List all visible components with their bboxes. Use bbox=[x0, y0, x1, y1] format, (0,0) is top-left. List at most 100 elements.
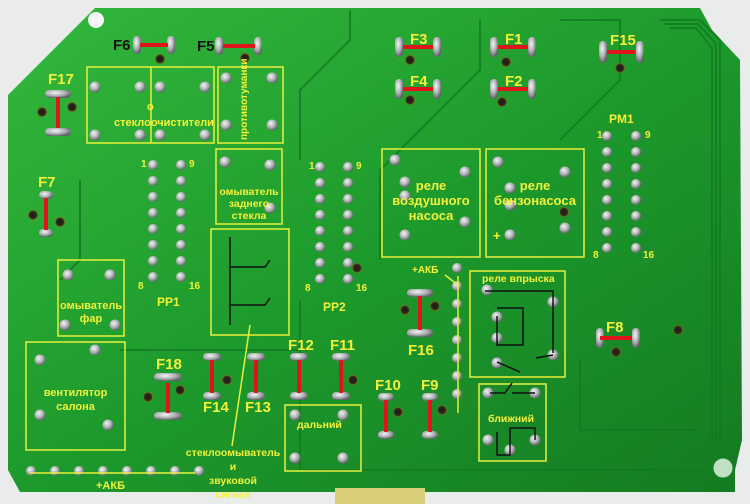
rear-washer-line-2: заднего bbox=[228, 198, 270, 210]
solder-pad bbox=[148, 224, 158, 234]
via bbox=[405, 55, 415, 65]
relay-pad bbox=[389, 154, 401, 166]
relay-pad bbox=[264, 159, 276, 171]
solder-pad bbox=[343, 258, 353, 268]
solder-pad bbox=[452, 281, 462, 291]
via bbox=[348, 375, 358, 385]
solder-pad bbox=[602, 131, 612, 141]
solder-pad bbox=[98, 466, 108, 476]
solder-pad bbox=[315, 178, 325, 188]
fuse-pad bbox=[378, 431, 394, 439]
fuse-bars bbox=[44, 43, 635, 432]
solder-pad bbox=[631, 147, 641, 157]
relay-pad bbox=[59, 319, 71, 331]
via bbox=[400, 305, 410, 315]
solder-pad bbox=[176, 176, 186, 186]
solder-pad bbox=[176, 208, 186, 218]
via bbox=[175, 385, 185, 395]
relay-pad bbox=[337, 409, 349, 421]
washer-horn-line-3: звуковой bbox=[209, 475, 257, 487]
solder-pad bbox=[602, 227, 612, 237]
fuel-pump-line-1: реле bbox=[519, 178, 551, 193]
solder-pad bbox=[146, 466, 156, 476]
box-headlight-washer bbox=[57, 259, 125, 337]
solder-pad bbox=[194, 466, 204, 476]
relay-pad bbox=[482, 387, 494, 399]
solder-pad bbox=[343, 226, 353, 236]
relay-pad bbox=[399, 190, 411, 202]
fuse-pad bbox=[407, 289, 433, 297]
fuse-pad bbox=[395, 79, 403, 99]
pp2-pin-16: 16 bbox=[356, 283, 368, 294]
fuse-pad bbox=[422, 393, 438, 401]
fuse-pad bbox=[490, 37, 498, 57]
relay-pad bbox=[504, 199, 516, 211]
relay-pad bbox=[504, 229, 516, 241]
pm1-label: PM1 bbox=[609, 112, 634, 126]
via bbox=[393, 407, 403, 417]
via bbox=[615, 63, 625, 73]
fuse-pad bbox=[254, 37, 262, 55]
solder-pad bbox=[315, 162, 325, 172]
relay-pad bbox=[134, 129, 146, 141]
vias bbox=[28, 53, 683, 417]
fuse-label-f4: F4 bbox=[410, 73, 428, 90]
solder-pad bbox=[602, 243, 612, 253]
solder-pad bbox=[74, 466, 84, 476]
relay-pad bbox=[89, 81, 101, 93]
solder-pad bbox=[343, 162, 353, 172]
relay-pad bbox=[134, 81, 146, 93]
via bbox=[222, 375, 232, 385]
headlight-washer-line-2: фар bbox=[79, 313, 103, 325]
fuse-pad bbox=[247, 392, 265, 400]
wipers-mark: о bbox=[147, 101, 154, 113]
relay-pad bbox=[492, 156, 504, 168]
fuse-pad bbox=[154, 373, 182, 381]
fuse-pad bbox=[39, 191, 53, 199]
solder-pad bbox=[148, 208, 158, 218]
relay-pad bbox=[109, 319, 121, 331]
via bbox=[501, 57, 511, 67]
fuse-pad bbox=[422, 431, 438, 439]
fuse-label-f7: F7 bbox=[38, 174, 56, 191]
cabin-fan-line-2: салона bbox=[56, 401, 95, 413]
solder-pad bbox=[315, 258, 325, 268]
fuse-pad bbox=[45, 90, 71, 98]
solder-pad bbox=[315, 226, 325, 236]
relay-pad bbox=[219, 156, 231, 168]
fuse-pad bbox=[636, 41, 644, 63]
relay-pad bbox=[289, 409, 301, 421]
fuse-pad bbox=[378, 393, 394, 401]
solder-pad bbox=[602, 195, 612, 205]
air-pump-line-2: воздушного bbox=[392, 193, 470, 208]
pp2-label: PP2 bbox=[323, 300, 346, 314]
fuse-pad bbox=[290, 392, 308, 400]
box-air-pump bbox=[381, 148, 481, 258]
via bbox=[673, 325, 683, 335]
fuse-label-f3: F3 bbox=[410, 31, 428, 48]
fuse-label-f13: F13 bbox=[245, 399, 271, 416]
solder-pad bbox=[176, 224, 186, 234]
air-pump-line-3: насоса bbox=[408, 208, 454, 223]
via bbox=[55, 217, 65, 227]
fuse-pad bbox=[395, 37, 403, 57]
rear-washer-line-3: стекла bbox=[231, 210, 267, 222]
solder-pad bbox=[602, 179, 612, 189]
solder-pad bbox=[631, 243, 641, 253]
fuse-pad bbox=[39, 229, 53, 237]
solder-pad bbox=[148, 192, 158, 202]
rear-washer-label: омыватель заднего стекла bbox=[218, 186, 280, 222]
relay-pad bbox=[264, 202, 276, 214]
fuse-pad bbox=[632, 328, 640, 348]
box-washer-horn bbox=[210, 228, 290, 336]
solder-pad bbox=[148, 272, 158, 282]
solder-pad bbox=[631, 211, 641, 221]
box-injection bbox=[469, 270, 566, 378]
pm1-pin-9: 9 bbox=[645, 130, 651, 141]
via bbox=[143, 392, 153, 402]
relay-pad bbox=[399, 229, 411, 241]
via bbox=[611, 347, 621, 357]
fuse-label-f10: F10 bbox=[375, 377, 401, 394]
pp2-pin-8: 8 bbox=[305, 283, 311, 294]
